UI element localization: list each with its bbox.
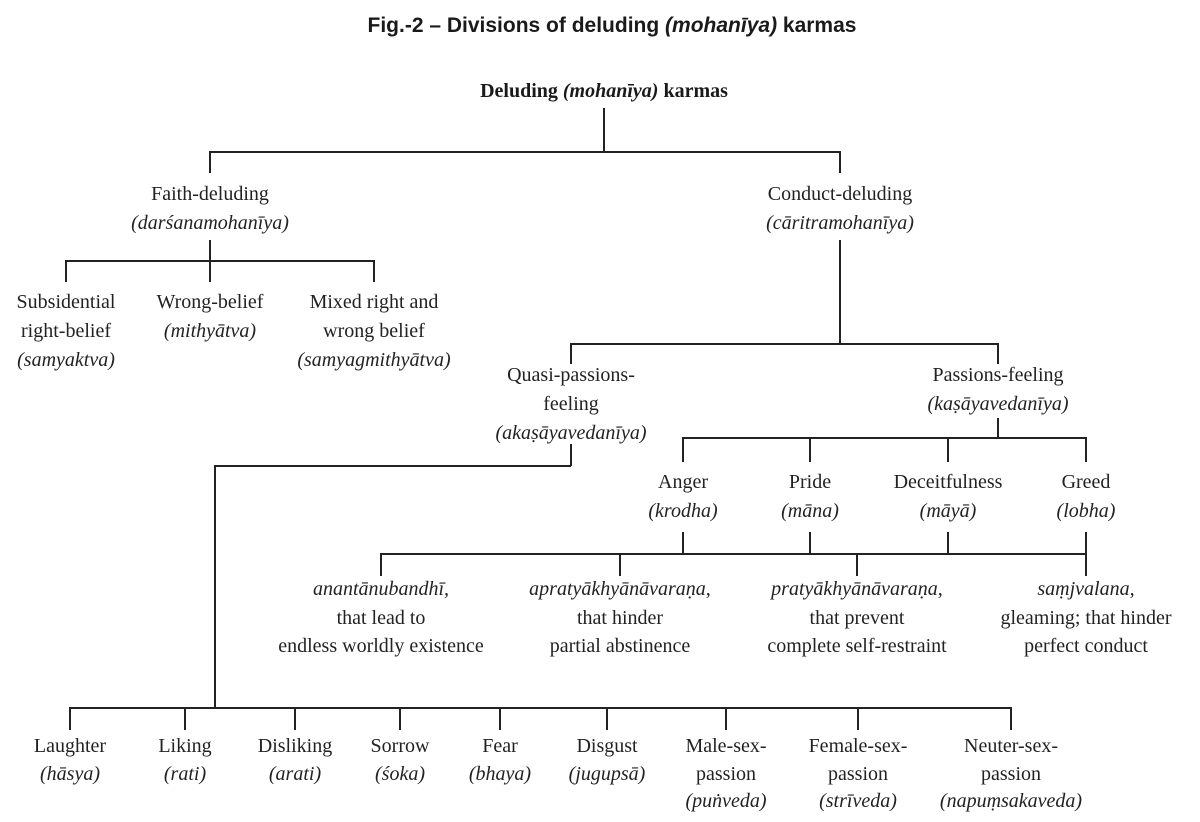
mixed-belief-term: (samyagmithyātva) — [297, 349, 451, 371]
intensity-2-line-1: that hinder — [577, 607, 663, 629]
subsidential-line-1: Subsidential — [17, 291, 116, 313]
node-intensity-anantanubandhi: anantānubandhī, that lead to endless wor… — [278, 578, 484, 657]
node-passions-feeling: Passions-feeling (kaṣāyavedanīya) — [927, 364, 1068, 415]
node-conduct-deluding: Conduct-deluding (cāritramohanīya) — [766, 183, 914, 234]
male-sex-passion-line-2: passion — [696, 763, 756, 785]
disliking-term: (arati) — [269, 763, 322, 785]
anger-term: (krodha) — [648, 500, 718, 522]
node-neuter-sex-passion: Neuter-sex- passion (napuṃsakaveda) — [940, 735, 1083, 812]
neuter-sex-passion-term: (napuṃsakaveda) — [940, 790, 1083, 812]
greed-term: (lobha) — [1057, 500, 1116, 522]
fear-name: Fear — [482, 735, 518, 757]
root-node-label: Deluding (mohanīya) karmas — [480, 80, 728, 102]
node-greed: Greed (lobha) — [1057, 471, 1116, 522]
greed-name: Greed — [1062, 471, 1111, 493]
node-intensity-pratyakhyanavarana: pratyākhyānāvaraṇa, that prevent complet… — [767, 578, 947, 657]
node-fear: Fear (bhaya) — [469, 735, 532, 785]
subsidential-line-2: right-belief — [21, 320, 111, 342]
intensity-3-line-2: complete self-restraint — [767, 635, 947, 657]
intensity-3-term: pratyākhyānāvaraṇa, — [769, 578, 943, 600]
anger-name: Anger — [658, 471, 708, 493]
disgust-term: (jugupsā) — [569, 763, 646, 785]
deceitfulness-term: (māyā) — [920, 500, 977, 522]
subsidential-term: (samyaktva) — [17, 349, 115, 371]
mixed-belief-line-2: wrong belief — [323, 320, 425, 342]
disliking-name: Disliking — [258, 735, 332, 757]
node-liking: Liking (rati) — [158, 735, 211, 785]
node-deceitfulness: Deceitfulness (māyā) — [894, 471, 1003, 522]
intensity-4-term: saṃjvalana, — [1037, 578, 1134, 600]
intensity-4-line-1: gleaming; that hinder — [1000, 607, 1171, 629]
liking-name: Liking — [158, 735, 211, 757]
female-sex-passion-line-1: Female-sex- — [809, 735, 908, 757]
deceitfulness-name: Deceitfulness — [894, 471, 1003, 493]
pride-term: (māna) — [781, 500, 839, 522]
conduct-deluding-term: (cāritramohanīya) — [766, 212, 914, 234]
female-sex-passion-term: (strīveda) — [819, 790, 897, 812]
faith-deluding-term: (darśanamohanīya) — [131, 212, 289, 234]
figure-title-italic: (mohanīya) — [665, 14, 777, 37]
figure-title-prefix: Fig.-2 – Divisions of deluding — [368, 14, 666, 37]
female-sex-passion-line-2: passion — [828, 763, 888, 785]
wrong-belief-line-1: Wrong-belief — [157, 291, 264, 313]
node-pride: Pride (māna) — [781, 471, 839, 522]
node-faith-deluding: Faith-deluding (darśanamohanīya) — [131, 183, 289, 234]
node-intensity-apratyakhyanavarana: apratyākhyānāvaraṇa, that hinder partial… — [529, 578, 711, 657]
root-label-suffix: karmas — [658, 80, 728, 102]
node-laughter: Laughter (hāsya) — [34, 735, 107, 785]
node-intensity-samjvalana: saṃjvalana, gleaming; that hinder perfec… — [1000, 578, 1171, 657]
intensity-2-line-2: partial abstinence — [550, 635, 691, 657]
pride-name: Pride — [789, 471, 831, 493]
node-anger: Anger (krodha) — [648, 471, 718, 522]
intensity-1-line-2: endless worldly existence — [278, 635, 484, 657]
root-label-prefix: Deluding — [480, 80, 563, 102]
conduct-deluding-name: Conduct-deluding — [768, 183, 912, 205]
intensity-2-term: apratyākhyānāvaraṇa, — [529, 578, 711, 600]
intensity-4-line-2: perfect conduct — [1024, 635, 1148, 657]
node-disliking: Disliking (arati) — [258, 735, 332, 785]
faith-deluding-name: Faith-deluding — [151, 183, 269, 205]
male-sex-passion-term: (puṅveda) — [685, 790, 766, 812]
node-male-sex-passion: Male-sex- passion (puṅveda) — [685, 735, 766, 812]
sorrow-name: Sorrow — [371, 735, 430, 757]
fear-term: (bhaya) — [469, 763, 532, 785]
node-mixed-belief: Mixed right and wrong belief (samyagmith… — [297, 291, 451, 371]
mixed-belief-line-1: Mixed right and — [310, 291, 439, 313]
liking-term: (rati) — [164, 763, 207, 785]
wrong-belief-term: (mithyātva) — [164, 320, 257, 342]
tree-edges — [65, 108, 1087, 730]
intensity-1-term: anantānubandhī, — [313, 578, 449, 600]
male-sex-passion-line-1: Male-sex- — [685, 735, 766, 757]
quasi-passions-line-2: feeling — [543, 393, 599, 415]
node-subsidential-right-belief: Subsidential right-belief (samyaktva) — [17, 291, 116, 371]
node-female-sex-passion: Female-sex- passion (strīveda) — [809, 735, 908, 812]
neuter-sex-passion-line-2: passion — [981, 763, 1041, 785]
disgust-name: Disgust — [576, 735, 638, 757]
laughter-term: (hāsya) — [40, 763, 100, 785]
intensity-1-line-1: that lead to — [337, 607, 426, 629]
root-label-italic: (mohanīya) — [563, 80, 659, 102]
node-disgust: Disgust (jugupsā) — [569, 735, 646, 785]
quasi-passions-term: (akaṣāyavedanīya) — [495, 422, 646, 444]
figure-title: Fig.-2 – Divisions of deluding (mohanīya… — [368, 14, 857, 37]
node-quasi-passions-feeling: Quasi-passions- feeling (akaṣāyavedanīya… — [495, 364, 646, 444]
passions-feeling-name: Passions-feeling — [932, 364, 1063, 386]
laughter-name: Laughter — [34, 735, 107, 757]
node-sorrow: Sorrow (śoka) — [371, 735, 430, 785]
quasi-passions-line-1: Quasi-passions- — [507, 364, 635, 386]
figure-title-suffix: karmas — [777, 14, 856, 37]
neuter-sex-passion-line-1: Neuter-sex- — [964, 735, 1058, 757]
node-wrong-belief: Wrong-belief (mithyātva) — [157, 291, 264, 342]
passions-feeling-term: (kaṣāyavedanīya) — [927, 393, 1068, 415]
sorrow-term: (śoka) — [375, 763, 425, 785]
intensity-3-line-1: that prevent — [810, 607, 905, 629]
